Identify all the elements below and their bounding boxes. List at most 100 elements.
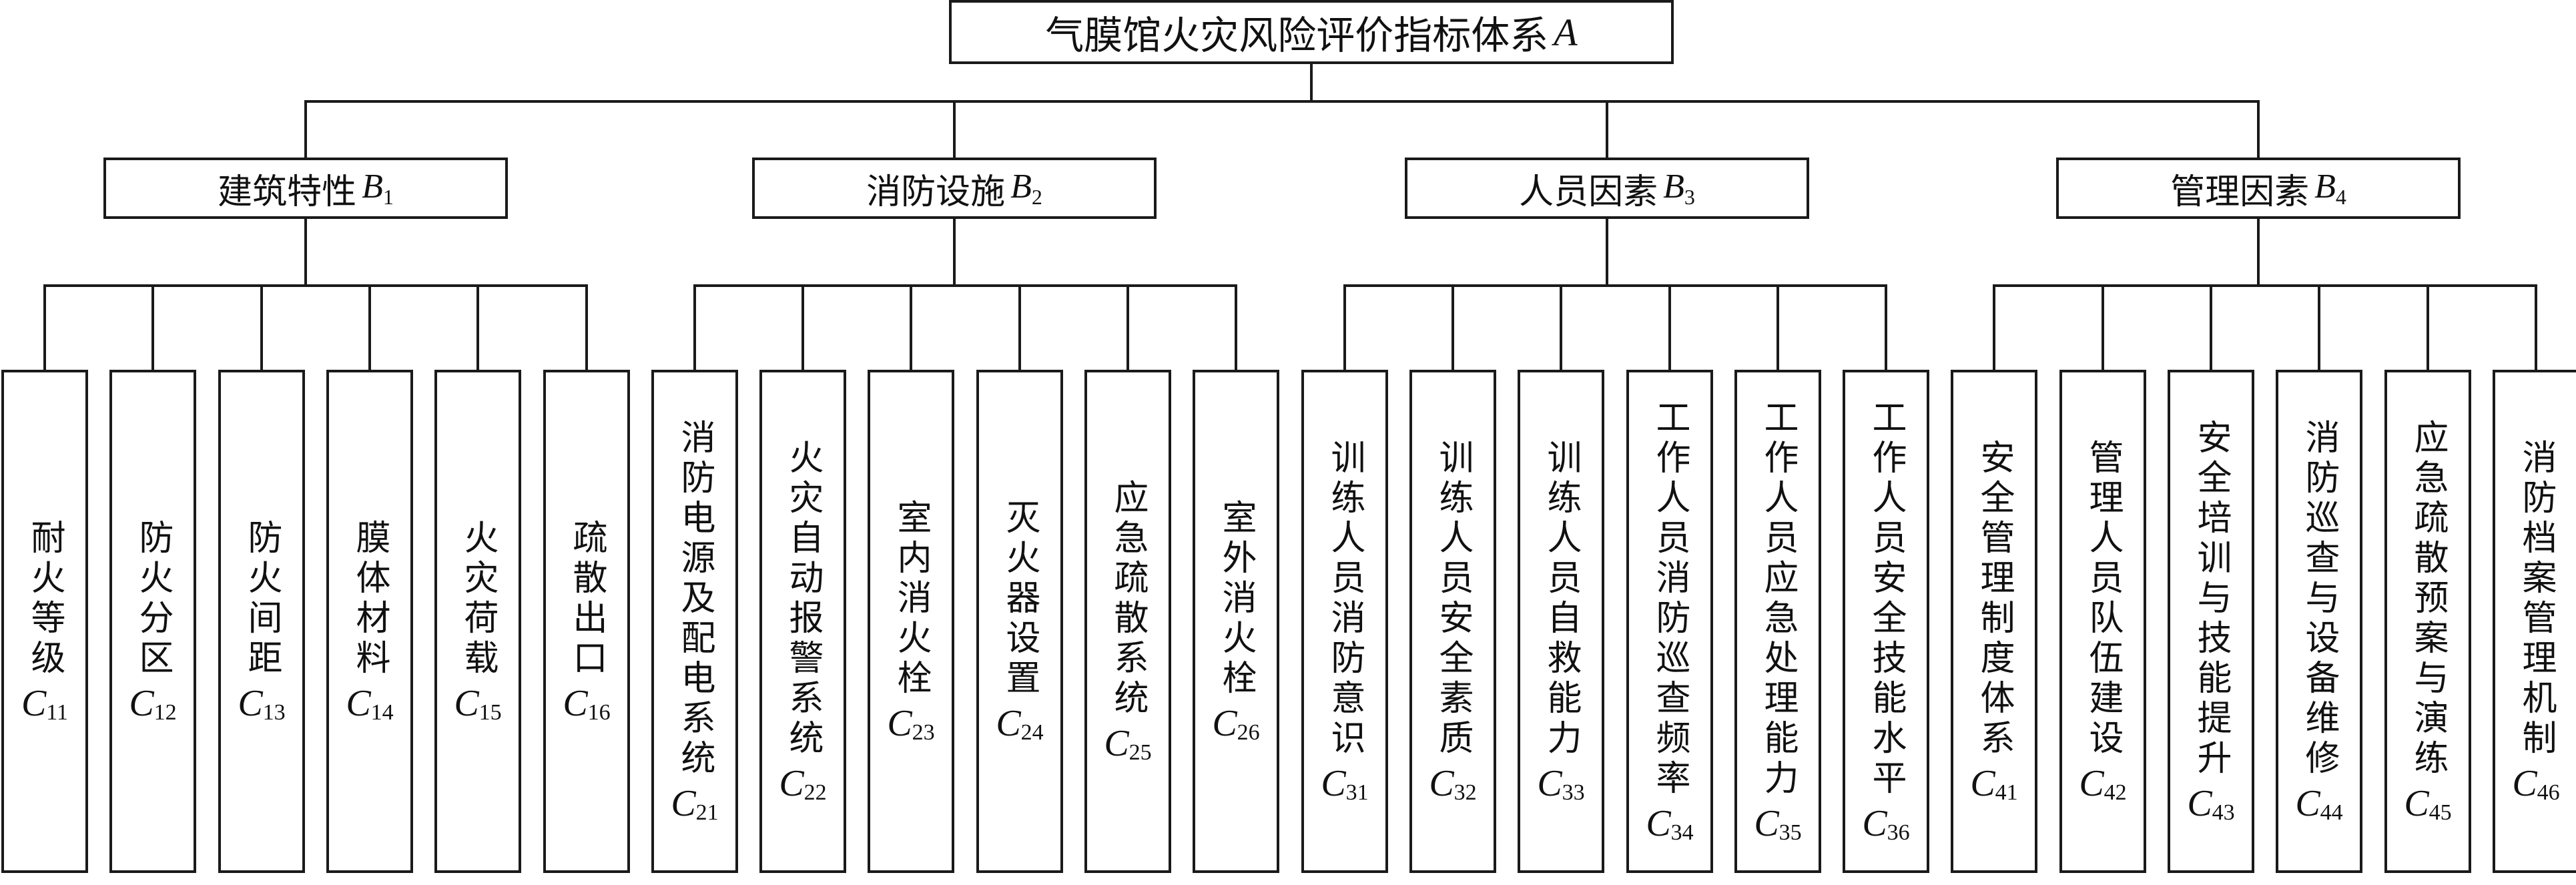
indicator-label: 应急疏散预案与演练 (2408, 418, 2448, 780)
indicator-label: 安全管理制度体系 (1974, 438, 2014, 760)
indicator-subscript: 44 (2320, 800, 2343, 825)
indicator-label: 训练人员消防意识 (1325, 438, 1365, 760)
indicator-label: 耐火等级 (25, 519, 65, 679)
criterion-subscript: 3 (1684, 185, 1695, 209)
indicator-code: C35 (1754, 802, 1802, 845)
indicator-label: 膜体材料 (350, 519, 390, 679)
indicator-code: C15 (454, 682, 502, 725)
indicator-label: 工作人员应急处理能力 (1758, 398, 1798, 800)
indicator-code: C13 (238, 682, 286, 725)
indicator-subscript: 25 (1129, 740, 1152, 765)
indicator-label: 火灾自动报警系统 (783, 438, 823, 760)
indicator-code: C24 (996, 702, 1044, 745)
indicator-label: 工作人员安全技能水平 (1866, 398, 1906, 800)
criterion-symbol: B1 (362, 168, 394, 209)
criterion-label: 人员因素 (1519, 172, 1658, 212)
indicator-subscript: 42 (2104, 780, 2127, 805)
indicator-subscript: 16 (587, 699, 611, 725)
indicator-label: 火灾荷载 (458, 519, 498, 679)
indicator-code: C14 (346, 682, 394, 725)
criterion-label: 管理因素 (2170, 172, 2310, 212)
indicator-code: C26 (1212, 702, 1260, 745)
indicator-code: C43 (2187, 782, 2235, 825)
indicator-code: C11 (21, 682, 69, 725)
indicator-label: 消防巡查与设备维修 (2299, 418, 2339, 780)
indicator-subscript: 11 (46, 699, 69, 725)
indicator-subscript: 45 (2429, 800, 2452, 825)
indicator-label: 训练人员自救能力 (1541, 438, 1581, 760)
indicator-subscript: 34 (1670, 820, 1694, 845)
indicator-label: 室内消火栓 (891, 499, 931, 699)
indicator-subscript: 13 (262, 699, 286, 725)
indicator-subscript: 36 (1887, 820, 1910, 845)
criterion-symbol: B3 (1663, 168, 1695, 209)
indicator-subscript: 23 (912, 719, 935, 745)
indicator-subscript: 35 (1779, 820, 1802, 845)
indicator-label: 室外消火栓 (1216, 499, 1256, 699)
indicator-code: C22 (779, 762, 827, 805)
criterion-label: 建筑特性 (218, 172, 357, 212)
indicator-label: 应急疏散系统 (1108, 479, 1148, 719)
criterion-subscript: 4 (2335, 185, 2346, 209)
root-symbol: A (1554, 10, 1578, 54)
indicator-code: C36 (1862, 802, 1910, 845)
indicator-code: C44 (2295, 782, 2343, 825)
criterion-symbol: B2 (1010, 168, 1042, 209)
indicator-label: 安全培训与技能提升 (2191, 418, 2231, 780)
indicator-subscript: 46 (2537, 780, 2560, 805)
indicator-subscript: 21 (695, 800, 719, 825)
criterion-symbol: B4 (2314, 168, 2346, 209)
indicator-subscript: 32 (1454, 780, 1477, 805)
indicator-code: C32 (1429, 762, 1477, 805)
indicator-subscript: 33 (1562, 780, 1585, 805)
indicator-code: C16 (563, 682, 611, 725)
indicator-code: C21 (671, 782, 719, 825)
indicator-subscript: 15 (478, 699, 502, 725)
indicator-code: C46 (2512, 762, 2560, 805)
indicator-label: 疏散出口 (567, 519, 607, 679)
indicator-code: C25 (1104, 722, 1152, 765)
indicator-subscript: 31 (1345, 780, 1369, 805)
indicator-label: 管理人员队伍建设 (2083, 438, 2123, 760)
indicator-code: C34 (1646, 802, 1694, 845)
indicator-code: C42 (2079, 762, 2127, 805)
indicator-label: 灭火器设置 (1000, 499, 1040, 699)
indicator-code: C33 (1537, 762, 1585, 805)
indicator-code: C41 (1970, 762, 2018, 805)
indicator-code: C12 (129, 682, 177, 725)
indicator-subscript: 24 (1020, 719, 1044, 745)
indicator-code: C45 (2404, 782, 2452, 825)
indicator-code: C31 (1321, 762, 1369, 805)
criterion-label: 消防设施 (866, 172, 1006, 212)
